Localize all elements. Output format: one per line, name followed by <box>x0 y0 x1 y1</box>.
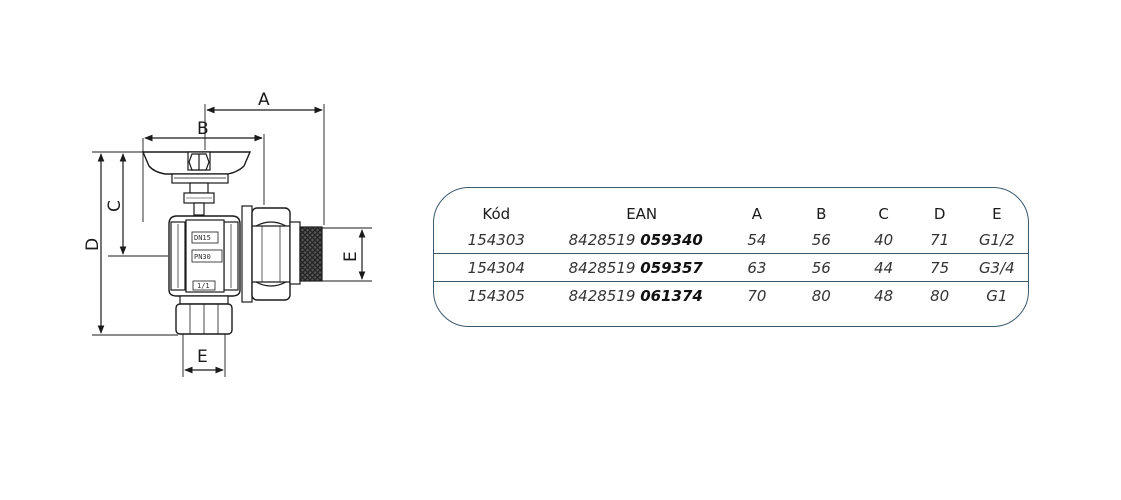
cell-d: 80 <box>930 286 950 305</box>
dim-label-a: A <box>258 90 270 110</box>
cell-a: 54 <box>724 226 790 254</box>
header-c: C <box>878 205 889 223</box>
spec-table-box: Kód EAN A B C D E 154303 8428519 059340 … <box>433 187 1029 327</box>
header-d: D <box>933 205 946 223</box>
cell-e: G1 <box>986 286 1008 305</box>
plate-mark-size: 1/1 <box>197 282 210 290</box>
cell-c: 48 <box>874 286 894 305</box>
table-header-row: Kód EAN A B C D E <box>434 202 1028 226</box>
cell-kod: 154303 <box>434 226 559 254</box>
cell-kod: 154304 <box>434 253 559 282</box>
ean-prefix: 8428519 <box>568 230 636 249</box>
dim-label-c: C <box>105 200 125 212</box>
cell-d: 75 <box>913 253 966 282</box>
table-row: 154303 8428519 059340 54 56 40 71 G1/2 <box>434 226 1028 254</box>
ean-suffix: 059340 <box>640 230 703 249</box>
cell-b: 80 <box>811 286 831 305</box>
cell-e: G1/2 <box>965 226 1028 254</box>
cell-a: 70 <box>747 286 767 305</box>
ean-suffix: 059357 <box>640 258 703 277</box>
ean-suffix: 061374 <box>640 286 703 305</box>
header-b: B <box>816 205 827 223</box>
cell-ean: 8428519 061374 <box>559 282 725 310</box>
cell-kod: 154305 <box>467 286 525 305</box>
header-e: E <box>992 205 1002 223</box>
cell-b: 56 <box>789 253 854 282</box>
dim-label-d: D <box>83 238 103 251</box>
cell-e: G3/4 <box>965 253 1028 282</box>
cell-b: 56 <box>789 226 854 254</box>
ean-prefix: 8428519 <box>568 258 636 277</box>
dim-label-e-bottom: E <box>197 347 208 367</box>
cell-ean: 8428519 059340 <box>558 226 725 254</box>
valve-dimension-drawing: DN15 PN30 1/1 A B C D E E <box>83 90 372 377</box>
cell-c: 40 <box>853 226 914 254</box>
dim-label-b: B <box>197 119 209 139</box>
header-ean: EAN <box>626 205 658 223</box>
cell-a: 63 <box>724 253 790 282</box>
cell-ean: 8428519 059357 <box>558 253 725 282</box>
spec-table: Kód EAN A B C D E 154303 8428519 059340 … <box>434 202 1028 309</box>
cell-d: 71 <box>913 226 966 254</box>
table-row: 154304 8428519 059357 63 56 44 75 G3/4 <box>434 253 1028 282</box>
header-a: A <box>751 205 763 223</box>
dim-label-e-side: E <box>341 251 361 262</box>
table-row: 154305 8428519 061374 70 80 48 80 G1 <box>434 282 1028 310</box>
cell-c: 44 <box>853 253 914 282</box>
ean-prefix: 8428519 <box>568 286 636 305</box>
male-thread <box>299 226 323 282</box>
plate-mark-pn: PN30 <box>194 253 211 261</box>
header-kod: Kód <box>482 205 511 223</box>
side-nut <box>241 205 253 303</box>
plate-mark-dn: DN15 <box>194 234 211 242</box>
